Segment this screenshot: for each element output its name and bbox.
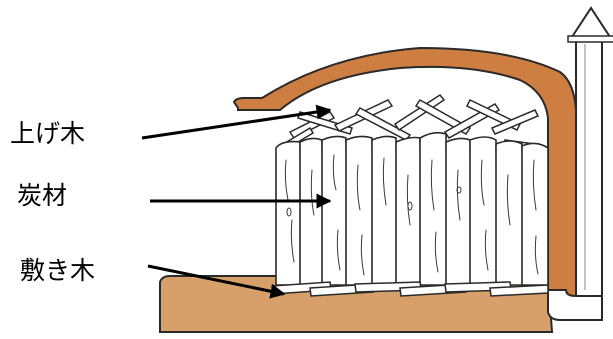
charcoal-material-label: 炭材 [17, 183, 67, 208]
base-wood-label: 敷き木 [20, 258, 95, 283]
top-wood-label: 上げ木 [10, 121, 85, 146]
base-wood-sticks [272, 282, 548, 296]
